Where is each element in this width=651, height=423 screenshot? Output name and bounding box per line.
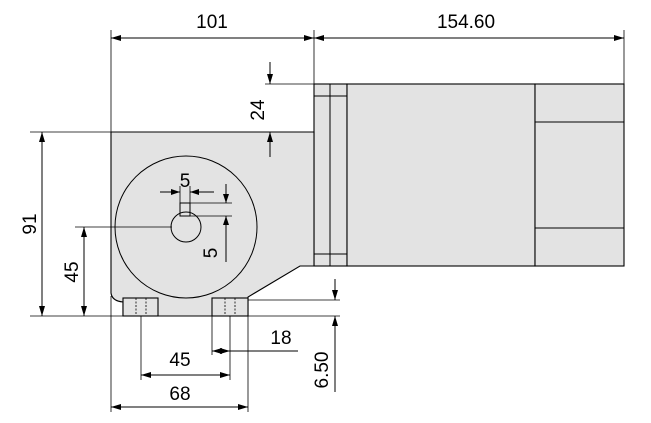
dim-label-45-vertical: 45 xyxy=(62,261,83,282)
dim-foot-thickness: 6.50 xyxy=(312,279,338,392)
dim-motor-length: 154.60 xyxy=(314,12,624,41)
dim-mounting-hole-spacing: 45 xyxy=(141,350,230,378)
dim-label-18: 18 xyxy=(270,328,291,349)
dim-label-45-horizontal: 45 xyxy=(169,350,190,371)
dim-foot-overall-width: 68 xyxy=(111,384,248,410)
dim-label-24: 24 xyxy=(248,99,269,121)
dim-overall-gearbox-width: 101 xyxy=(111,12,314,41)
dim-motor-top-offset: 24 xyxy=(248,62,273,157)
dim-keyway-width: 5 xyxy=(160,171,214,195)
dim-label-91: 91 xyxy=(20,213,41,234)
dim-overall-height: 91 xyxy=(20,132,45,316)
dim-shaft-center-height: 45 xyxy=(62,227,87,316)
dim-label-5-horizontal: 5 xyxy=(180,171,191,192)
dim-label-68: 68 xyxy=(169,384,190,405)
extension-lines xyxy=(30,30,625,412)
dim-foot-edge-to-hole: 18 xyxy=(212,328,298,354)
mounting-feet xyxy=(122,297,249,317)
keyway xyxy=(179,202,191,217)
gearbox-body xyxy=(110,131,315,317)
dim-label-6-50: 6.50 xyxy=(312,352,333,389)
dim-label-5-vertical: 5 xyxy=(201,248,222,259)
dim-label-154-60: 154.60 xyxy=(437,12,495,33)
dim-label-101: 101 xyxy=(196,12,228,33)
dim-keyway-depth: 5 xyxy=(201,184,229,262)
motor-body xyxy=(313,83,625,267)
